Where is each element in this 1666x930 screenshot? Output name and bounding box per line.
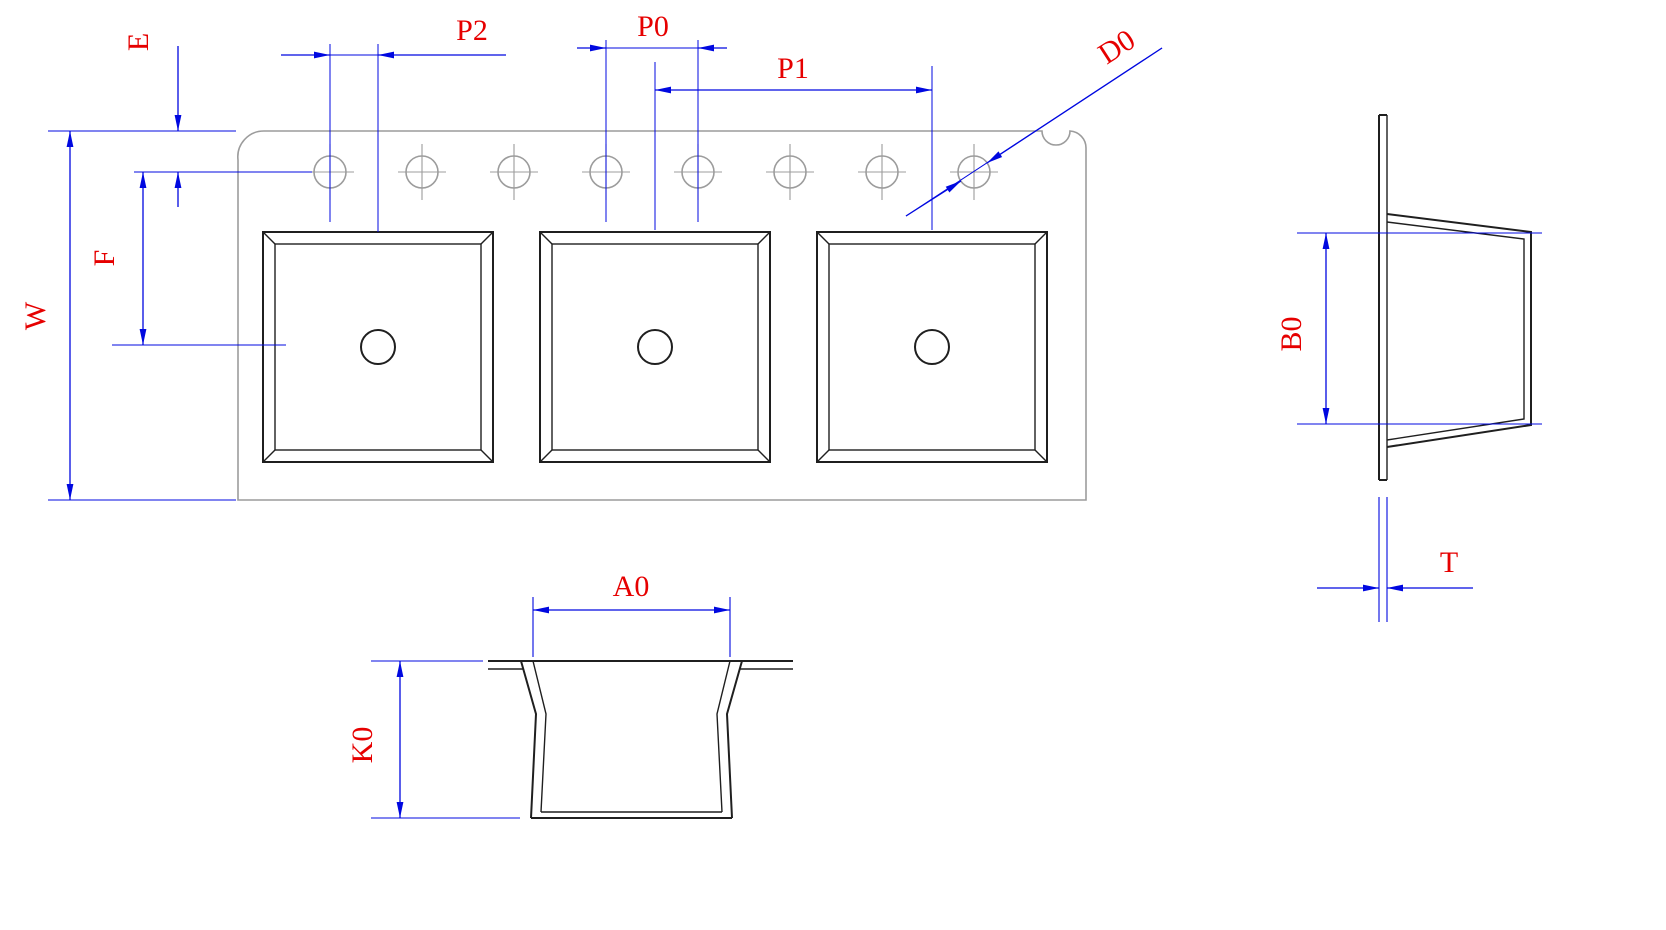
sprocket-hole — [949, 143, 999, 201]
centerlines — [329, 40, 933, 232]
dimension-p0: P0 — [577, 10, 727, 52]
sprocket-hole — [489, 143, 539, 201]
pocket-section-view: A0 K0 — [346, 570, 793, 819]
dim-label-e: E — [122, 33, 155, 51]
dimension-e: E — [122, 33, 312, 207]
sprocket-hole — [397, 143, 447, 201]
sprocket-hole — [765, 143, 815, 201]
dimension-p2: P2 — [281, 14, 506, 59]
component-pocket-2 — [539, 231, 771, 463]
dim-label-t: T — [1440, 546, 1458, 579]
dimension-k0: K0 — [346, 660, 520, 819]
component-pocket-1 — [262, 231, 494, 463]
dim-label-p1: P1 — [777, 52, 809, 85]
dimension-a0: A0 — [532, 570, 731, 657]
dimension-t: T — [1317, 497, 1473, 622]
dimension-p1: P1 — [655, 52, 932, 94]
carrier-tape-outline — [237, 130, 1087, 501]
dim-label-p2: P2 — [456, 14, 488, 47]
sprocket-hole — [857, 143, 907, 201]
component-pockets — [262, 231, 1048, 463]
sprocket-holes — [305, 143, 999, 201]
dimension-d0: D0 — [905, 23, 1163, 217]
dimension-f: F — [88, 172, 286, 346]
dimension-b0: B0 — [1275, 232, 1542, 425]
top-view — [237, 40, 1087, 501]
dim-label-d0: D0 — [1092, 23, 1141, 71]
dim-label-p0: P0 — [637, 10, 669, 43]
component-pocket-3 — [816, 231, 1048, 463]
dim-label-w: W — [19, 301, 52, 330]
dim-label-a0: A0 — [613, 570, 650, 603]
dim-label-b0: B0 — [1275, 316, 1308, 351]
dim-label-k0: K0 — [346, 727, 379, 764]
dimension-w: W — [19, 130, 236, 501]
pocket-side-view: B0 T — [1275, 114, 1542, 622]
dim-label-f: F — [88, 250, 121, 267]
